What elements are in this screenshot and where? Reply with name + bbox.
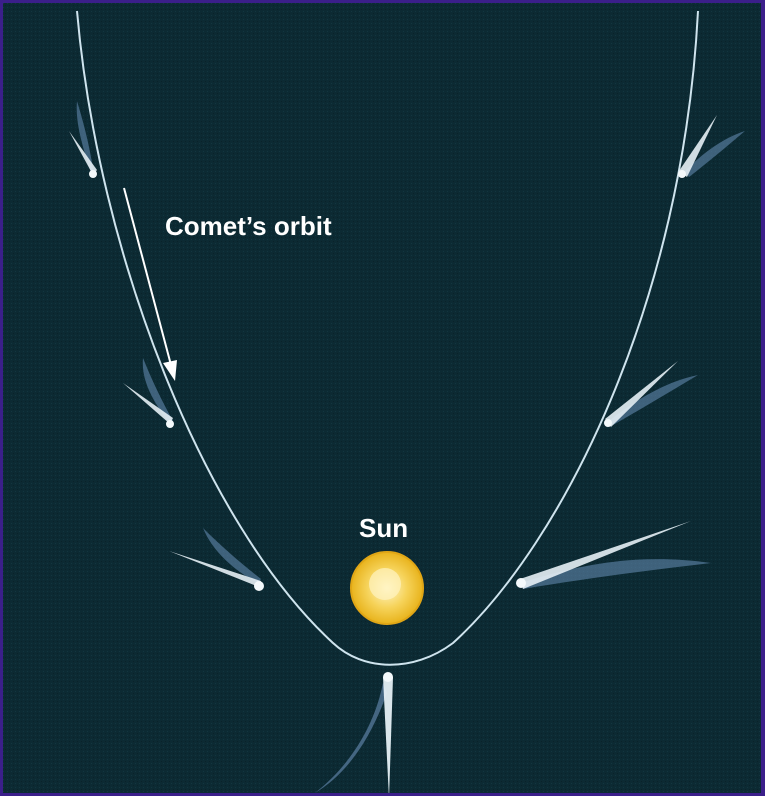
comet-orbit-diagram (3, 3, 761, 793)
comet-lower-left (169, 528, 264, 591)
sun-label: Sun (359, 513, 409, 543)
comet-middle-left (123, 358, 174, 428)
comet-upper-left (69, 101, 97, 178)
comet-middle-right (604, 361, 698, 427)
orbit-direction-arrow (123, 187, 177, 381)
orbit-label: Comet’s orbit (165, 211, 332, 241)
comet-lower-right (516, 521, 711, 589)
sun (350, 551, 424, 625)
comet-perihelion (315, 672, 393, 793)
orbit-path (76, 10, 699, 666)
comet-upper-right (678, 115, 745, 178)
